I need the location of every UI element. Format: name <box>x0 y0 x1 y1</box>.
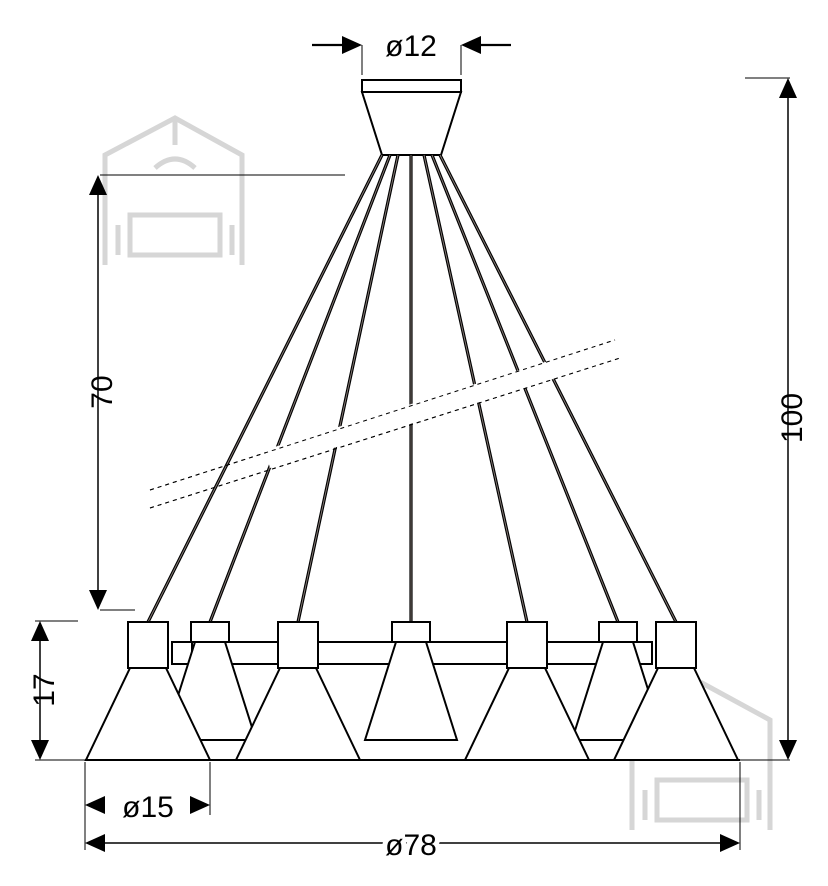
lamp-shade <box>463 621 591 761</box>
dimension-canopy-diameter: ø12 <box>312 30 511 75</box>
total-height-label: 100 <box>776 393 809 443</box>
watermark-house-sofa-icon <box>102 115 245 265</box>
lamp-shade <box>363 621 459 741</box>
suspension-wire <box>439 154 677 623</box>
drop-length-label: 70 <box>86 375 119 408</box>
dimension-overall-diameter: ø78 <box>85 762 741 867</box>
shade-diameter-label: ø15 <box>122 791 174 824</box>
dimension-shade-diameter: ø15 <box>84 762 211 850</box>
dimension-drop-length: 70 <box>86 174 345 611</box>
suspension-wire <box>297 154 399 623</box>
suspension-wire <box>147 154 383 623</box>
lamp-shade <box>84 621 212 761</box>
dimension-shade-height: 17 <box>28 620 85 761</box>
canopy-diameter-label: ø12 <box>385 30 437 63</box>
cut-lines <box>149 339 621 509</box>
suspension-wire <box>209 154 391 623</box>
ceiling-canopy <box>360 79 463 156</box>
lamp-shades <box>84 621 740 761</box>
dimension-total-height: 100 <box>690 77 809 761</box>
overall-diameter-label: ø78 <box>385 829 437 862</box>
suspension-wires <box>146 154 678 623</box>
shade-height-label: 17 <box>28 673 61 706</box>
